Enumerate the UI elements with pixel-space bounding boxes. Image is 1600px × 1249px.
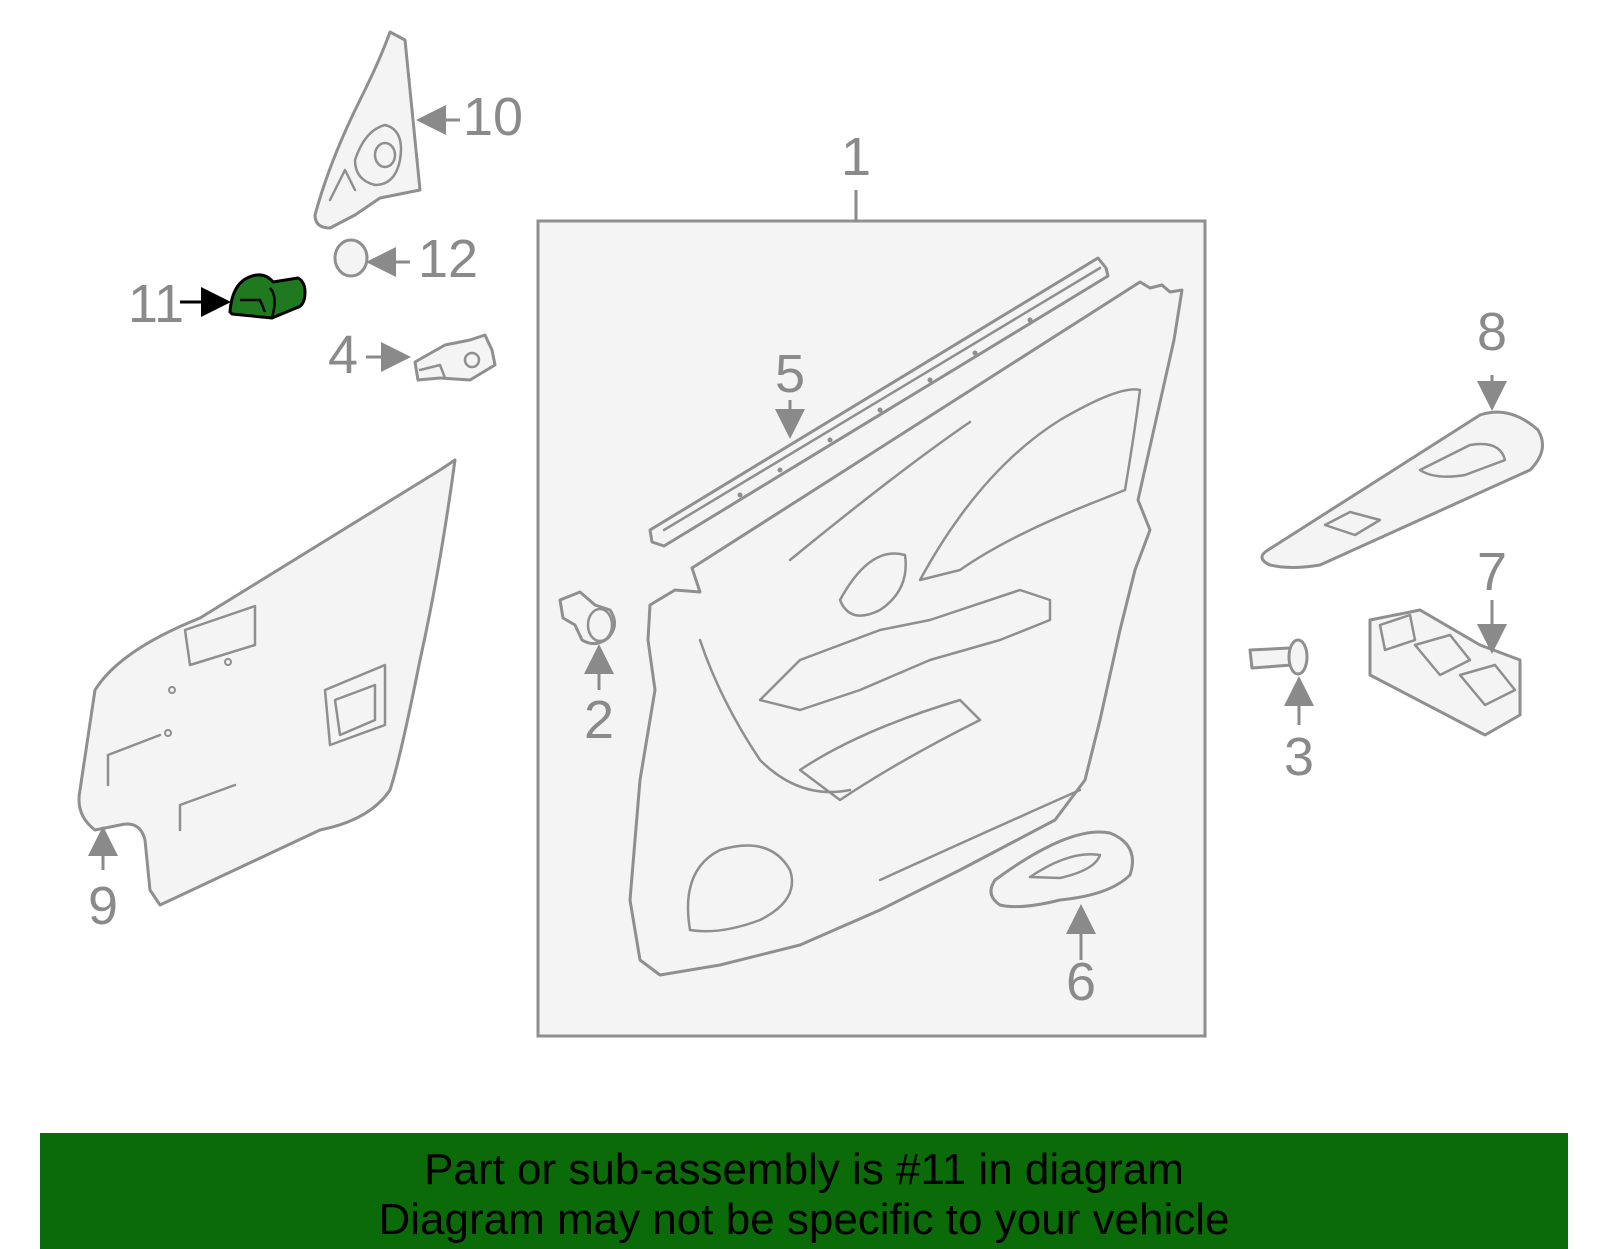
door-insulator xyxy=(77,458,457,907)
grommet xyxy=(333,238,410,278)
callout-9: 9 xyxy=(88,876,118,936)
bracket xyxy=(366,333,497,382)
callout-5: 5 xyxy=(775,344,805,404)
screw xyxy=(1248,638,1314,725)
trim-clip xyxy=(558,590,616,690)
callout-4: 4 xyxy=(328,325,358,385)
pull-handle-cover xyxy=(989,830,1134,960)
callout-7: 7 xyxy=(1477,542,1507,602)
banner-line-2: Diagram may not be specific to your vehi… xyxy=(378,1195,1230,1244)
beltline-weatherstrip xyxy=(648,256,1110,548)
callout-6: 6 xyxy=(1066,952,1096,1012)
callout-12: 12 xyxy=(418,229,478,289)
callout-3: 3 xyxy=(1284,727,1314,787)
callout-11: 11 xyxy=(128,274,184,334)
highlighted-part-11[interactable] xyxy=(180,273,307,320)
banner-line-1: Part or sub-assembly is #11 in diagram xyxy=(424,1145,1184,1194)
corner-finisher xyxy=(313,30,460,230)
callout-10: 10 xyxy=(463,87,523,147)
info-banner: Part or sub-assembly is #11 in diagram D… xyxy=(40,1133,1568,1249)
door-trim-panel xyxy=(628,280,1184,977)
callout-2: 2 xyxy=(584,690,614,750)
callout-8: 8 xyxy=(1477,302,1507,362)
callout-1: 1 xyxy=(841,127,871,187)
power-window-switch xyxy=(1368,600,1522,737)
switch-bezel xyxy=(1260,375,1544,569)
